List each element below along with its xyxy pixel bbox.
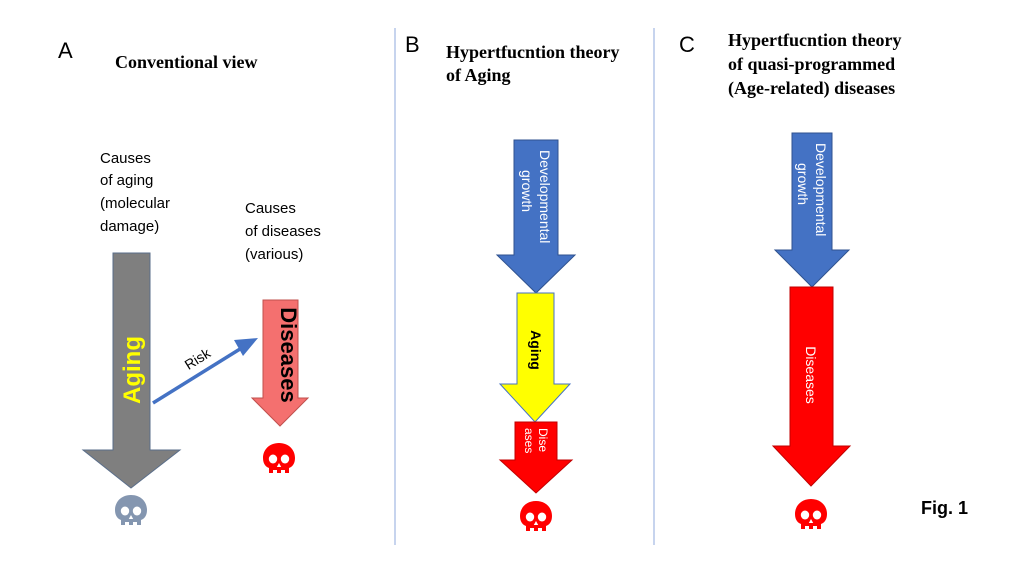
diseases-label-b: Dise ases: [522, 428, 550, 453]
diseases-label: Diseases: [276, 307, 301, 402]
svg-text:growth: growth: [519, 170, 535, 212]
aging-arrow-b: [498, 292, 572, 423]
aging-label: Aging: [119, 336, 146, 404]
disease-causes-text: Causes of diseases (various): [245, 200, 321, 263]
diseases-label-c: Diseases: [803, 346, 819, 404]
aging-causes-text: Causes of aging (molecular damage): [100, 150, 170, 235]
svg-text:Causes: Causes: [245, 200, 296, 217]
growth-label-b: Developmental growth: [519, 150, 553, 243]
risk-arrow: [152, 347, 241, 405]
svg-text:Developmental: Developmental: [813, 143, 829, 236]
svg-text:damage): damage): [100, 218, 159, 235]
svg-text:growth: growth: [795, 163, 811, 205]
skull-red-icon: [263, 443, 295, 473]
diseases-arrow: [250, 299, 310, 427]
panel-a-letter: A: [58, 38, 73, 63]
svg-text:of diseases: of diseases: [245, 223, 321, 240]
aging-label-b: Aging: [528, 330, 544, 370]
growth-label-c: Developmental growth: [795, 143, 829, 236]
skull-red-icon: [795, 499, 827, 529]
skull-red-icon: [520, 501, 552, 531]
aging-arrow: [81, 252, 182, 489]
growth-arrow-b: [495, 139, 577, 294]
growth-arrow-c: [773, 132, 851, 288]
diseases-arrow-b: [498, 421, 574, 494]
panel-c-title-line-1: Hypertfucntion theory: [728, 30, 901, 50]
panel-b-title-line-2: of Aging: [446, 65, 511, 85]
svg-text:Causes: Causes: [100, 150, 151, 167]
panel-b-letter: B: [405, 32, 420, 57]
panel-c-title-line-2: of quasi-programmed: [728, 54, 895, 74]
svg-text:Dise: Dise: [536, 428, 550, 452]
svg-text:ases: ases: [522, 428, 536, 453]
svg-text:of aging: of aging: [100, 172, 153, 189]
panel-c-title-line-3: (Age-related) diseases: [728, 78, 895, 99]
diseases-arrow-c: [771, 286, 852, 487]
panel-a-title: Conventional view: [115, 52, 258, 72]
panel-c-letter: C: [679, 32, 695, 57]
panel-b-title-line-1: Hypertfucntion theory: [446, 42, 619, 62]
svg-text:Developmental: Developmental: [537, 150, 553, 243]
svg-text:(various): (various): [245, 246, 303, 263]
skull-gray-icon: [115, 495, 147, 525]
risk-arrowhead: [234, 338, 258, 356]
figure-label: Fig. 1: [921, 498, 968, 518]
svg-text:(molecular: (molecular: [100, 195, 170, 212]
